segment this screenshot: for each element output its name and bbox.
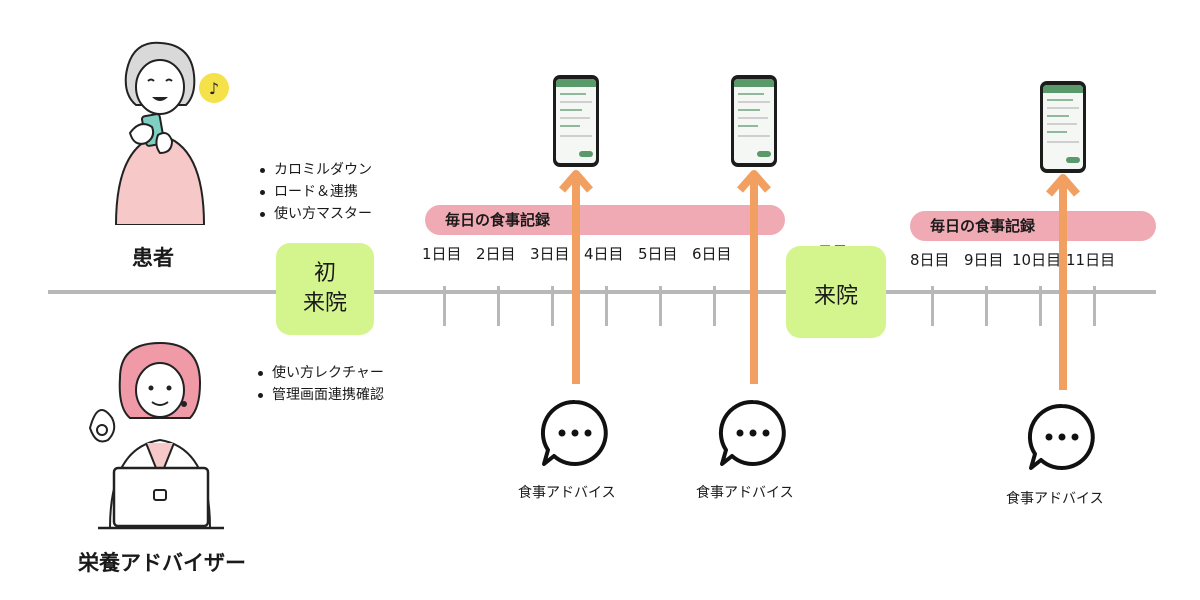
meal-advice-label: 食事アドバイス bbox=[518, 485, 616, 501]
advisor-illustration bbox=[88, 341, 224, 530]
day-tick bbox=[1093, 286, 1096, 326]
day-label: 9日目 bbox=[964, 251, 1004, 269]
day-tick bbox=[443, 286, 446, 326]
meal-advice-label: 食事アドバイス bbox=[696, 485, 794, 501]
second-visit-box: 来院 bbox=[786, 246, 886, 338]
day-tick bbox=[497, 286, 500, 326]
day-tick bbox=[713, 286, 716, 326]
day-tick bbox=[985, 286, 988, 326]
advisor-task-item: 使い方レクチャー bbox=[256, 362, 384, 384]
chat-bubble-icon bbox=[540, 399, 608, 466]
advisor-role-label: 栄養アドバイザー bbox=[78, 551, 246, 575]
svg-text:♪: ♪ bbox=[209, 79, 219, 98]
first-visit-label-line1: 初 bbox=[313, 261, 336, 287]
second-visit-label: 来院 bbox=[813, 284, 858, 310]
meal-advice-label: 食事アドバイス bbox=[1006, 491, 1104, 507]
patient-task-item: ロード＆連携 bbox=[258, 181, 372, 203]
day-tick bbox=[931, 286, 934, 326]
advisor-task-list: 使い方レクチャー 管理画面連携確認 bbox=[256, 362, 384, 406]
patient-illustration bbox=[114, 41, 206, 225]
patient-task-list: カロミルダウン ロード＆連携 使い方マスター bbox=[258, 159, 372, 225]
meal-record-band: 毎日の食事記録 bbox=[425, 205, 785, 235]
upload-arrow bbox=[1045, 174, 1081, 390]
day-label: 10日目 bbox=[1012, 251, 1062, 269]
first-visit-label-line2: 来院 bbox=[302, 291, 347, 316]
patient-task-item: カロミルダウン bbox=[258, 159, 372, 181]
day-tick bbox=[1039, 286, 1042, 326]
smartphone-app-icon bbox=[1040, 81, 1086, 173]
day-label: 8日目 bbox=[910, 251, 950, 269]
day-label: 11日目 bbox=[1066, 251, 1116, 269]
day-label: 5日目 bbox=[638, 245, 678, 263]
chat-bubble-icon bbox=[1027, 403, 1095, 470]
smartphone-app-icon bbox=[553, 75, 599, 167]
music-note-icon: ♪ bbox=[199, 73, 229, 103]
first-visit-box: 初 来院 bbox=[276, 243, 374, 335]
day-tick bbox=[551, 286, 554, 326]
meal-record-band: 毎日の食事記録 bbox=[910, 211, 1156, 241]
day-label: 3日目 bbox=[530, 245, 570, 263]
day-label: 4日目 bbox=[584, 245, 624, 263]
day-label: 1日目 bbox=[422, 245, 462, 263]
smartphone-app-icon bbox=[731, 75, 777, 167]
upload-arrow bbox=[558, 170, 594, 384]
patient-task-item: 使い方マスター bbox=[258, 203, 372, 225]
timeline-axis bbox=[48, 290, 1156, 294]
chat-bubble-icon bbox=[718, 399, 786, 466]
day-tick bbox=[659, 286, 662, 326]
day-label: 6日目 bbox=[692, 245, 732, 263]
day-tick bbox=[605, 286, 608, 326]
advisor-task-item: 管理画面連携確認 bbox=[256, 384, 384, 406]
patient-role-label: 患者 bbox=[132, 246, 174, 270]
upload-arrow bbox=[736, 170, 772, 384]
day-label: 2日目 bbox=[476, 245, 516, 263]
